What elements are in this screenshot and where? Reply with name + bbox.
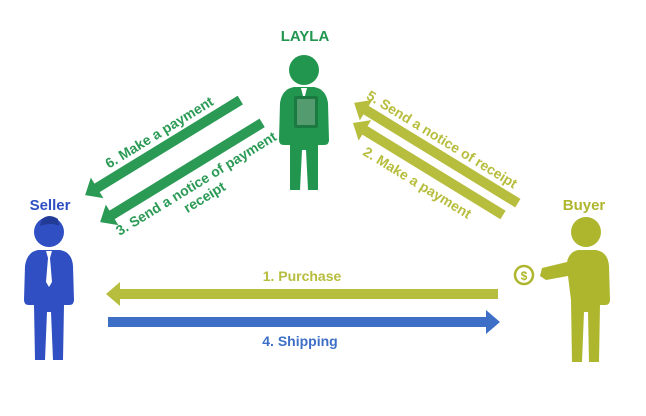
notice-of-payment-arrow bbox=[100, 118, 265, 226]
step-4-shipping-label: 4. Shipping bbox=[262, 333, 337, 349]
coin-icon: $ bbox=[513, 264, 535, 286]
payment-to-seller-arrow bbox=[85, 95, 243, 199]
seller-figure-icon bbox=[24, 216, 74, 360]
shipping-arrow bbox=[108, 310, 500, 334]
layla-label: LAYLA bbox=[281, 28, 330, 45]
notice-of-receipt-arrow bbox=[354, 99, 521, 208]
seller-label: Seller bbox=[30, 197, 71, 214]
svg-text:$: $ bbox=[521, 269, 528, 283]
buyer-figure-icon bbox=[540, 217, 610, 362]
payment-to-layla-arrow bbox=[352, 120, 506, 220]
layla-figure-icon bbox=[279, 55, 329, 190]
step-1-purchase-label: 1. Purchase bbox=[263, 268, 342, 284]
purchase-arrow bbox=[106, 282, 498, 306]
buyer-label: Buyer bbox=[563, 197, 606, 214]
